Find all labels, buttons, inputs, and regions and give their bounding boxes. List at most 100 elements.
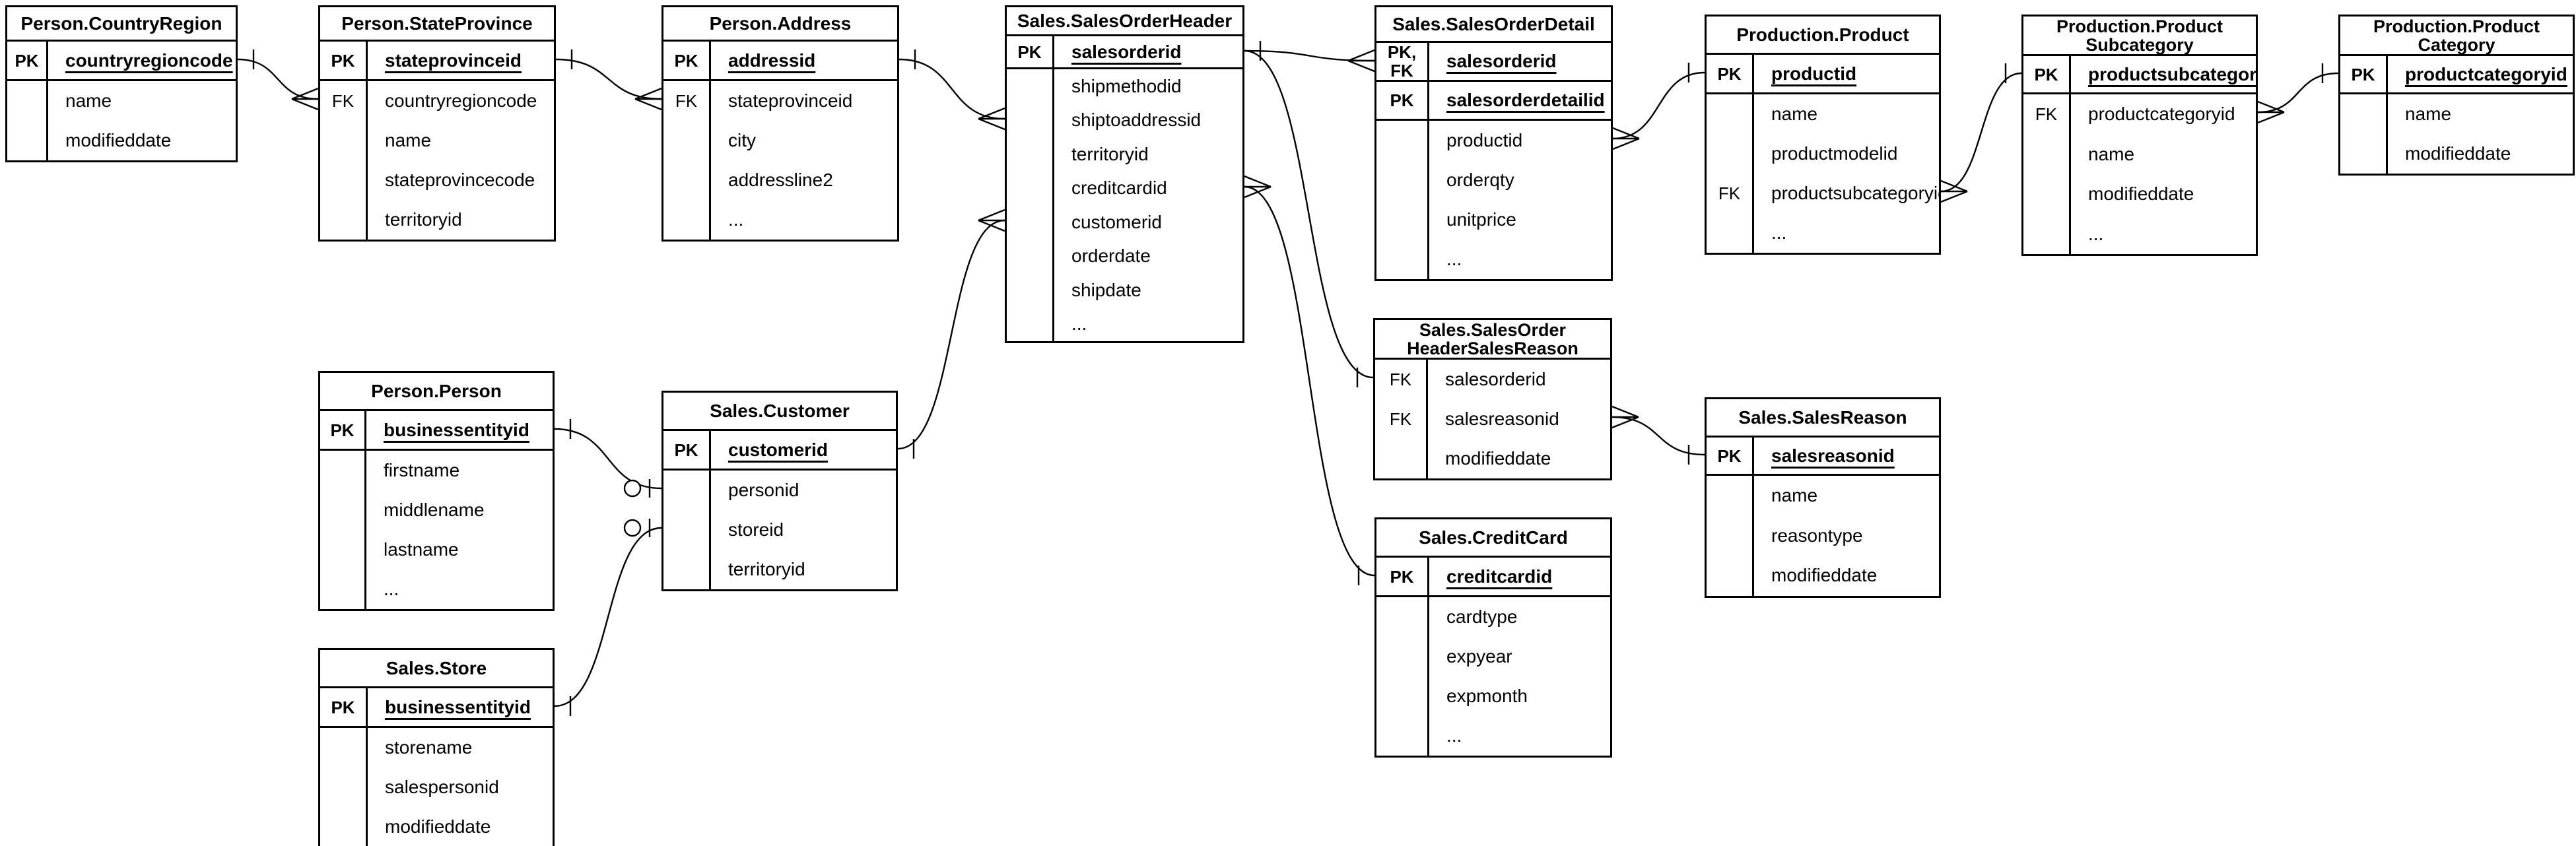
column-row: orderqty [1376, 160, 1611, 200]
key-badge [320, 728, 368, 767]
column-row: shipdate [1007, 273, 1242, 308]
column-row: name [1707, 94, 1939, 134]
key-badge [1007, 137, 1054, 172]
relationship-product-productsubcategory [1940, 72, 2022, 193]
column-row: productid [1376, 121, 1611, 160]
column-name: shipdate [1071, 279, 1141, 300]
key-badge [7, 81, 48, 121]
column-row: firstname [320, 451, 553, 490]
column-row: FK salesreasonid [1375, 399, 1610, 439]
key-badge [1707, 213, 1754, 253]
key-row: PKproductsubcategoryid [2023, 56, 2256, 94]
column-name: name [2405, 104, 2452, 124]
relationship-creditcard-salesorderheader [1244, 185, 1375, 577]
column-name: productsubcategoryid [1771, 183, 1939, 203]
entity-title: Person.StateProvince [320, 7, 554, 42]
pk-column-name: creditcardid [1446, 566, 1553, 587]
key-badge [320, 451, 366, 490]
column-row: name [1707, 476, 1939, 516]
column-row: storename [320, 728, 553, 767]
column-name: addressline2 [728, 170, 833, 190]
column-row: ... [1007, 307, 1242, 341]
column-row: territoryid [320, 200, 554, 240]
column-name: territoryid [385, 209, 462, 230]
column-name: countryregioncode [385, 90, 537, 111]
relationship-productsubcategory-productcategory [2257, 72, 2339, 114]
many-marker-address-salesorderheader [978, 107, 1005, 131]
column-name: storeid [728, 519, 784, 540]
column-row: modifieddate [320, 807, 553, 846]
key-badge: PK [1007, 36, 1054, 67]
key-badge [1007, 239, 1054, 273]
relationship-salesorderdetail-product [1612, 71, 1705, 140]
column-name: unitprice [1446, 209, 1516, 230]
column-name: customerid [1071, 211, 1162, 232]
relationship-stateprovince-address [555, 58, 662, 100]
entity-title: Sales.Customer [663, 393, 896, 431]
relationship-customer-salesorderheader [897, 219, 1005, 450]
key-badge [320, 200, 368, 240]
key-badge [1376, 121, 1429, 160]
column-name: stateprovinceid [728, 90, 853, 111]
column-row: productmodelid [1707, 134, 1939, 174]
key-badge [1707, 556, 1754, 596]
key-badge [1007, 205, 1054, 240]
column-name: modifieddate [2088, 183, 2194, 205]
entity-title: Sales.SalesOrder HeaderSalesReason [1375, 320, 1610, 360]
key-badge [7, 121, 48, 160]
key-badge: FK [320, 81, 368, 121]
relationship-countryregion-stateprovince [237, 58, 319, 100]
column-name: salesreasonid [1445, 408, 1559, 429]
column-row: ... [1376, 716, 1610, 756]
key-badge [663, 471, 711, 510]
column-name: expyear [1446, 646, 1512, 667]
key-badge: PK, FK [1376, 43, 1429, 80]
many-marker-salesorderheader-salesorderdetail [1347, 49, 1375, 73]
key-badge [1376, 200, 1429, 240]
key-badge [320, 569, 366, 609]
key-badge: PK [320, 42, 368, 79]
column-row: cardtype [1376, 597, 1610, 637]
key-badge: FK [1375, 399, 1428, 439]
column-name: name [2088, 143, 2135, 164]
column-name: ... [384, 579, 399, 599]
key-badge [663, 121, 711, 160]
column-row: ... [1376, 240, 1611, 279]
key-badge [1376, 597, 1429, 637]
key-badge [663, 550, 711, 589]
column-row: modifieddate [1375, 439, 1610, 478]
key-badge: FK [1707, 174, 1754, 213]
key-badge [2340, 94, 2388, 134]
column-name: shipmethodid [1071, 75, 1182, 96]
key-badge: PK [663, 42, 711, 79]
column-row: salespersonid [320, 767, 553, 807]
key-badge [2340, 134, 2388, 174]
column-row: expmonth [1376, 676, 1610, 716]
key-badge [1376, 676, 1429, 716]
pk-column-name: businessentityid [385, 696, 531, 717]
column-name: storename [385, 737, 473, 758]
